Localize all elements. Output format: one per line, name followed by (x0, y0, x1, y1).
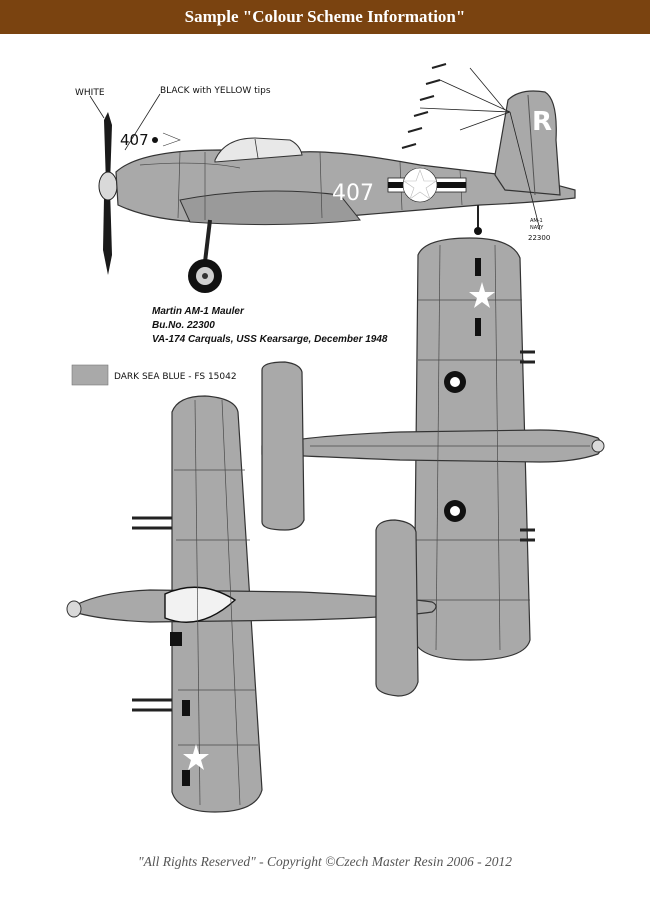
aircraft-drawing: WHITE BLACK with YELLOW tips 407 407 R A… (66, 63, 605, 813)
black-yellow-label: BLACK with YELLOW tips (160, 86, 271, 96)
tail-stencil-1: AM-1 (530, 218, 543, 224)
callout-lines (89, 67, 541, 231)
side-view: WHITE BLACK with YELLOW tips 407 407 R A… (75, 63, 576, 293)
top-stabilizer (261, 361, 305, 531)
legend-swatch (71, 364, 109, 386)
page-title: Sample "Colour Scheme Information" (184, 7, 466, 26)
white-label: WHITE (75, 88, 105, 98)
tail-stencil-2: NAVY (530, 225, 544, 231)
fuselage-number: 407 (332, 181, 374, 206)
side-wing (179, 190, 361, 226)
tail-stencil-3: 22300 (528, 234, 550, 242)
caption-line-1: Martin AM-1 Mauler (152, 306, 245, 317)
side-canopy (214, 137, 303, 163)
top-view (261, 237, 605, 661)
bottom-stabilizer (375, 519, 419, 697)
aircraft-caption: Martin AM-1 Mauler Bu.No. 22300 VA-174 C… (152, 306, 388, 345)
copyright-text: "All Rights Reserved" - Copyright ©Czech… (137, 854, 513, 869)
legend-label: DARK SEA BLUE - FS 15042 (114, 372, 237, 382)
caption-line-2: Bu.No. 22300 (152, 320, 215, 331)
nose-number: 407 (120, 131, 149, 149)
colour-legend: DARK SEA BLUE - FS 15042 (71, 364, 237, 386)
bottom-canopy (164, 586, 237, 623)
propeller (98, 112, 118, 275)
tail-letter: R (532, 107, 552, 137)
side-national-insignia (387, 167, 467, 203)
side-landing-gear (188, 205, 482, 293)
weapon-rails (401, 63, 447, 149)
bottom-view (66, 395, 437, 813)
copyright-footer: "All Rights Reserved" - Copyright ©Czech… (0, 854, 650, 870)
caption-line-3: VA-174 Carquals, USS Kearsarge, December… (152, 334, 388, 345)
top-insignia (444, 371, 466, 522)
page-header: Sample "Colour Scheme Information" (0, 0, 650, 34)
